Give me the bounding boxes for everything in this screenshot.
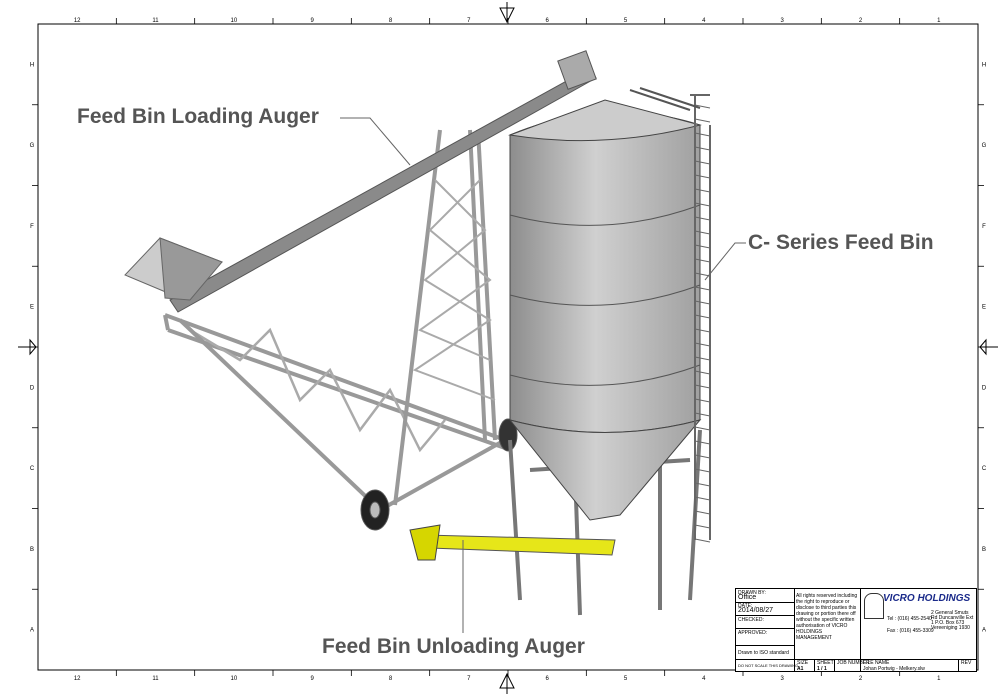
ladder bbox=[690, 94, 711, 540]
column-label: 3 bbox=[780, 676, 784, 682]
label-feed-bin: C- Series Feed Bin bbox=[748, 231, 934, 254]
row-label: H bbox=[30, 62, 34, 68]
row-label: E bbox=[982, 305, 986, 311]
center-arrow-bottom bbox=[499, 672, 515, 694]
date: 2014/08/27 bbox=[738, 607, 774, 614]
drawn-by-label: DRAWN BY: bbox=[738, 590, 766, 596]
column-label: 5 bbox=[624, 18, 628, 24]
fax: Fax : (016) 455-3309 bbox=[887, 628, 934, 634]
size: A1 bbox=[797, 666, 804, 672]
column-label: 1 bbox=[937, 676, 941, 682]
column-label: 2 bbox=[859, 676, 863, 682]
column-label: 4 bbox=[702, 676, 706, 682]
column-label: 8 bbox=[389, 18, 393, 24]
row-label: H bbox=[982, 62, 986, 68]
leader-feed-bin bbox=[704, 242, 746, 281]
row-label: B bbox=[982, 547, 986, 553]
column-label: 1 bbox=[937, 18, 941, 24]
row-label: E bbox=[30, 305, 34, 311]
column-label: 12 bbox=[74, 18, 81, 24]
border-ticks bbox=[32, 18, 984, 676]
file-name: Johan Portwig - Melkery.slw bbox=[863, 666, 925, 672]
column-label: 11 bbox=[152, 18, 159, 24]
size-label: SIZE bbox=[797, 660, 809, 666]
approved-label: APPROVED: bbox=[738, 630, 768, 636]
row-label: C bbox=[982, 466, 987, 472]
column-label: 9 bbox=[310, 18, 314, 24]
address: 2 General Smuts Rd Duncanville Ext 1 P.O… bbox=[931, 610, 974, 631]
rights-notice: All rights reserved including the right … bbox=[796, 593, 858, 641]
column-label: 10 bbox=[230, 18, 237, 24]
row-label: D bbox=[982, 385, 987, 391]
iso-standard: Drawn to ISO standard bbox=[738, 650, 789, 656]
sheet: 1 / 1 bbox=[817, 666, 827, 672]
label-loading-auger: Feed Bin Loading Auger bbox=[77, 105, 319, 128]
no-scale-note: DO NOT SCALE THIS DRAWING bbox=[738, 663, 799, 668]
center-arrow-top bbox=[499, 2, 515, 24]
company-name: VICRO HOLDINGS bbox=[883, 593, 971, 604]
job-label: JOB NUMBER bbox=[834, 660, 870, 672]
row-label: B bbox=[30, 547, 34, 553]
column-label: 3 bbox=[780, 18, 784, 24]
leader-loading-auger bbox=[340, 117, 411, 166]
date-label: DATE: bbox=[738, 603, 753, 609]
column-label: 11 bbox=[152, 676, 159, 682]
unloading-auger bbox=[409, 524, 616, 561]
drawn-by: Office bbox=[738, 594, 757, 601]
rev-label: REV bbox=[958, 660, 971, 672]
company-logo bbox=[864, 593, 884, 619]
file-label: FILE NAME bbox=[863, 660, 890, 666]
column-label: 12 bbox=[74, 676, 81, 682]
column-label: 7 bbox=[467, 676, 471, 682]
center-arrow-right bbox=[979, 338, 998, 356]
column-label: 6 bbox=[545, 676, 549, 682]
checked-label: CHECKED: bbox=[738, 617, 764, 623]
column-label: 2 bbox=[859, 18, 863, 24]
column-label: 5 bbox=[624, 676, 628, 682]
sheet-label: SHEET bbox=[817, 660, 834, 666]
column-label: 10 bbox=[230, 676, 237, 682]
row-label: F bbox=[30, 224, 34, 230]
column-label: 6 bbox=[545, 18, 549, 24]
row-label: A bbox=[982, 628, 986, 634]
column-label: 9 bbox=[310, 676, 314, 682]
row-label: G bbox=[30, 143, 35, 149]
feed-bin-silo bbox=[508, 87, 711, 616]
row-label: G bbox=[982, 143, 987, 149]
column-label: 7 bbox=[467, 18, 471, 24]
loading-auger bbox=[124, 50, 597, 531]
title-block: DRAWN BY:Office DATE:2014/08/27 CHECKED:… bbox=[735, 588, 977, 672]
column-label: 8 bbox=[389, 676, 393, 682]
tel: Tel : (016) 455-2540 bbox=[887, 616, 932, 622]
row-label: C bbox=[30, 466, 35, 472]
column-label: 4 bbox=[702, 18, 706, 24]
row-label: D bbox=[30, 385, 35, 391]
center-arrow-left bbox=[18, 338, 37, 356]
row-label: F bbox=[982, 224, 986, 230]
label-unloading-auger: Feed Bin Unloading Auger bbox=[322, 635, 585, 658]
row-label: A bbox=[30, 628, 34, 634]
